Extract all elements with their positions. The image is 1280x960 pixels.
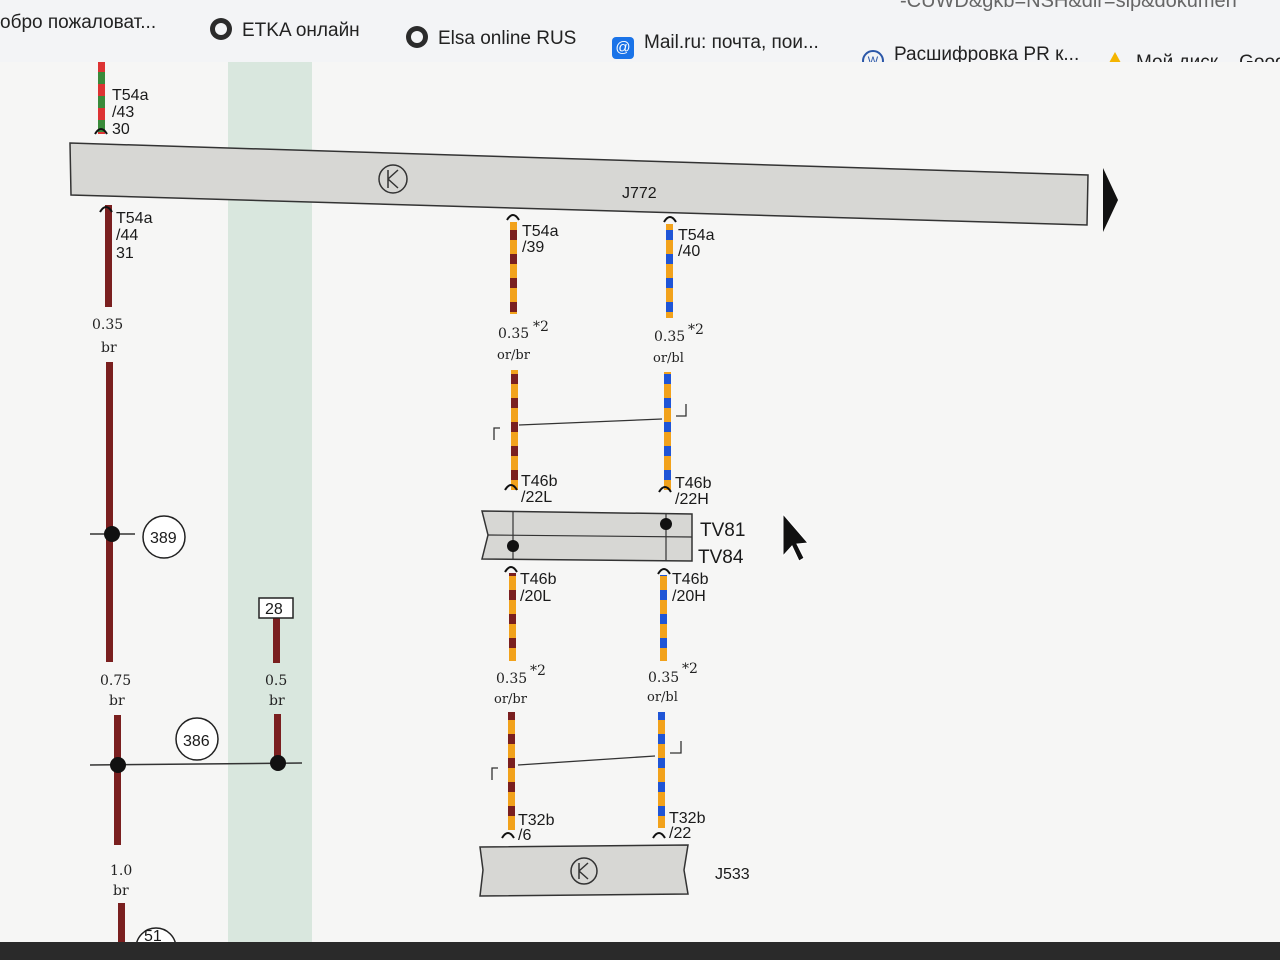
- connector-t54a-44-pin: /44: [116, 227, 138, 244]
- wire-brown: [274, 714, 281, 766]
- continuation-arrow-icon: [1103, 168, 1118, 232]
- connector-t54a-40-pin: /40: [678, 243, 700, 260]
- control-unit-j772[interactable]: [69, 142, 1089, 226]
- connector-t46b-20h-name: T46b: [672, 571, 709, 588]
- globe-icon: [210, 18, 232, 40]
- connector-t46b-22l-pin: /22L: [521, 489, 552, 506]
- bookmark-label: Elsa online RUS: [438, 28, 577, 49]
- connector-t54a-39-name: T54a: [522, 223, 559, 240]
- wire-can-high: [660, 575, 667, 661]
- highlight-band: [228, 62, 312, 942]
- wire-w2-size: 0.75: [100, 673, 131, 689]
- connector-t54a-43-pin: /43: [112, 104, 134, 121]
- splice-point: [104, 526, 120, 542]
- control-unit-symbol-icon: [570, 857, 598, 885]
- bookmark-mailru[interactable]: @ Mail.ru: почта, пои...: [612, 32, 819, 59]
- wire-brown: [114, 715, 121, 845]
- bookmark-label: Расшифровка PR к...: [894, 44, 1080, 65]
- screen-bottom-edge: [0, 942, 1280, 960]
- marker-386[interactable]: [175, 717, 219, 761]
- can-l-bot-note: *2: [530, 663, 546, 679]
- connector-t32b-6-pin: /6: [518, 827, 531, 844]
- marker-51[interactable]: [136, 927, 176, 942]
- wire-ground-31: [105, 205, 112, 307]
- wire-brown: [118, 903, 125, 942]
- wire-can-low: [509, 573, 516, 661]
- wire-brown: [273, 618, 280, 663]
- connector-t46b-22l-name: T46b: [521, 473, 558, 490]
- connector-t46b-20h-pin: /20H: [672, 588, 706, 605]
- connector-t54a-44-name: T54a: [116, 210, 153, 227]
- connector-t46b-20l-name: T46b: [520, 571, 557, 588]
- wire-can-high: [664, 372, 671, 490]
- marker-51-label: 51: [144, 928, 162, 942]
- bookmark-elsa[interactable]: Elsa online RUS: [406, 26, 576, 50]
- bookmark-label: обро пожаловат...: [0, 12, 157, 33]
- bookmarks-bar: -CUWD&gkb=NSH&dir=slp&dokumen обро пожал…: [0, 0, 1280, 73]
- wire-w4-color: br: [113, 883, 129, 899]
- wire-can-high: [658, 712, 665, 828]
- can-l-top-size: 0.35: [498, 326, 529, 342]
- control-unit-j533[interactable]: [479, 844, 689, 897]
- splice-point: [660, 518, 672, 530]
- connector-t54a-44-terminal: 31: [116, 245, 134, 262]
- bookmark-label: ETKA онлайн: [242, 20, 360, 41]
- j533-label: J533: [715, 866, 750, 883]
- can-h-bot-color: or/bl: [647, 690, 678, 705]
- wire-w3-color: br: [269, 693, 285, 709]
- connector-t32b-22-name: T32b: [669, 810, 706, 827]
- twisted-pair-line: [517, 755, 656, 766]
- can-h-top-note: *2: [688, 322, 704, 338]
- can-h-top-size: 0.35: [654, 329, 685, 345]
- wire-can-low: [508, 712, 515, 830]
- mail-icon: @: [612, 37, 634, 59]
- wire-brown: [106, 362, 113, 662]
- wire-w1-size: 0.35: [92, 317, 123, 333]
- connector-t46b-20l-pin: /20L: [520, 588, 551, 605]
- connector-t46b-22h-name: T46b: [675, 475, 712, 492]
- wire-can-high: [666, 224, 673, 318]
- connector-t54a-43-terminal: 30: [112, 121, 130, 138]
- can-h-bot-size: 0.35: [648, 670, 679, 686]
- globe-icon: [406, 26, 428, 48]
- connector-t32b-22-pin: /22: [669, 825, 691, 842]
- marker-28-label: 28: [265, 601, 283, 618]
- mouse-cursor-icon: [782, 512, 810, 562]
- can-h-bot-note: *2: [682, 661, 698, 677]
- splice-point: [270, 755, 286, 771]
- can-l-bot-size: 0.35: [496, 671, 527, 687]
- marker-389[interactable]: [142, 515, 186, 559]
- j772-label: J772: [622, 185, 657, 202]
- wire-w4-size: 1.0: [110, 863, 132, 879]
- can-l-top-color: or/br: [497, 348, 531, 363]
- bookmark-label: Mail.ru: почта, пои...: [644, 32, 819, 53]
- wire-can-low: [511, 370, 518, 490]
- tv84-label: TV84: [698, 547, 744, 568]
- twisted-pair-line: [518, 418, 663, 426]
- wire-w1-color: br: [101, 340, 117, 356]
- url-fragment: -CUWD&gkb=NSH&dir=slp&dokumen: [900, 0, 1237, 12]
- splice-point: [507, 540, 519, 552]
- connector-t54a-43-name: T54a: [112, 87, 149, 104]
- wire-can-low: [510, 222, 517, 314]
- can-l-bot-color: or/br: [494, 692, 528, 707]
- marker-386-label: 386: [183, 733, 210, 750]
- can-l-top-note: *2: [533, 319, 549, 335]
- bookmark-etka[interactable]: ETKA онлайн: [210, 18, 360, 42]
- connector-t54a-40-name: T54a: [678, 227, 715, 244]
- connector-t54a-39-pin: /39: [522, 239, 544, 256]
- splice-point: [110, 757, 126, 773]
- wire-w3-size: 0.5: [265, 673, 287, 689]
- connector-t46b-22h-pin: /22H: [675, 491, 709, 508]
- marker-28[interactable]: [258, 597, 294, 619]
- control-unit-symbol-icon: [378, 164, 408, 194]
- can-h-top-color: or/bl: [653, 351, 684, 366]
- wire-t54a-43: [98, 62, 105, 134]
- wire-w2-color: br: [109, 693, 125, 709]
- connector-t32b-6-name: T32b: [518, 812, 555, 829]
- tv81-label: TV81: [700, 520, 745, 541]
- marker-389-label: 389: [150, 530, 177, 547]
- bookmark-welcome[interactable]: обро пожаловат...: [0, 12, 156, 34]
